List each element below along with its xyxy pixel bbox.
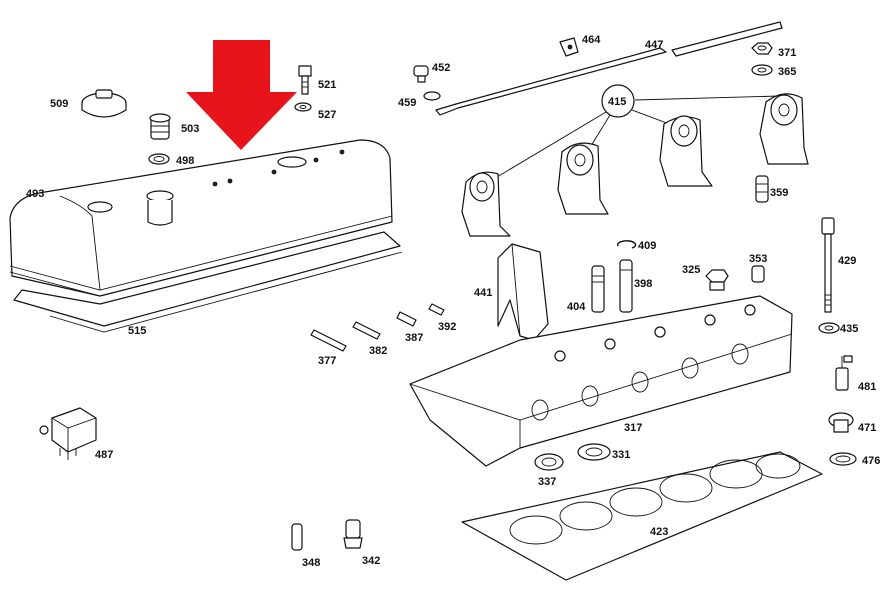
label-481: 481 [858, 381, 876, 393]
label-331: 331 [612, 449, 630, 461]
label-325: 325 [682, 264, 700, 276]
washer-365 [751, 64, 773, 76]
breather-fitting [149, 113, 171, 140]
rod-447 [435, 21, 783, 116]
label-476: 476 [862, 455, 880, 467]
rocker-pedestal-3 [659, 115, 713, 187]
circlip-409 [616, 240, 637, 249]
label-353: 353 [749, 253, 767, 265]
valve-cover [9, 139, 393, 297]
label-441: 441 [474, 287, 492, 299]
label-365: 365 [778, 66, 796, 78]
label-398: 398 [634, 278, 652, 290]
injector-sleeve-398 [619, 259, 633, 313]
label-515: 515 [128, 325, 146, 337]
label-435: 435 [840, 323, 858, 335]
cylinder-head [409, 295, 793, 467]
label-459: 459 [398, 97, 416, 109]
label-359: 359 [770, 187, 788, 199]
red-indicator-arrow [186, 40, 297, 150]
label-317: 317 [624, 422, 642, 434]
label-377: 377 [318, 355, 336, 367]
cover-bolt [298, 65, 312, 95]
stud-387 [396, 311, 417, 327]
label-447: 447 [645, 39, 663, 51]
label-423: 423 [650, 526, 668, 538]
bolt-washer [294, 102, 312, 112]
plug-471 [828, 412, 854, 433]
label-521: 521 [318, 79, 336, 91]
head-gasket [461, 451, 823, 581]
label-429: 429 [838, 255, 856, 267]
callout-415 [491, 84, 781, 181]
relay-487 [39, 407, 97, 460]
oil-filler-cap [81, 89, 127, 118]
seal-ring-476 [829, 452, 857, 466]
label-382: 382 [369, 345, 387, 357]
dowel-348 [291, 523, 303, 551]
rocker-pedestal-2 [557, 142, 609, 215]
seal-337 [534, 453, 564, 471]
washer-435 [818, 322, 840, 334]
valve-cover-gasket [13, 231, 403, 333]
label-371: 371 [778, 47, 796, 59]
label-503: 503 [181, 123, 199, 135]
bracket-464 [559, 37, 579, 57]
label-493: 493 [26, 188, 44, 200]
label-487: 487 [95, 449, 113, 461]
head-bolt-429 [821, 217, 835, 313]
label-392: 392 [438, 321, 456, 333]
label-409: 409 [638, 240, 656, 252]
clip-459 [423, 91, 441, 101]
label-404: 404 [567, 301, 586, 313]
stud-392 [428, 303, 445, 316]
temp-sensor-481 [835, 355, 853, 391]
label-348: 348 [302, 557, 320, 569]
rocker-pedestal-4 [759, 93, 809, 165]
fitting-342 [343, 519, 363, 549]
bracket-441 [497, 243, 549, 341]
rocker-pedestal-1 [461, 171, 511, 237]
sleeve-353 [751, 265, 765, 283]
seal-ring-498 [148, 153, 170, 165]
label-509: 509 [50, 98, 68, 110]
label-452: 452 [432, 62, 450, 74]
seal-331 [577, 443, 611, 461]
plug-325 [705, 269, 729, 291]
label-471: 471 [858, 422, 876, 434]
label-464: 464 [582, 34, 601, 46]
label-527: 527 [318, 109, 336, 121]
small-screw-452 [413, 65, 429, 83]
stud-377 [310, 329, 347, 352]
sleeve-359 [755, 175, 769, 203]
nut-371 [751, 42, 773, 55]
label-415: 415 [608, 96, 626, 108]
label-387: 387 [405, 332, 423, 344]
label-498: 498 [176, 155, 194, 167]
label-337: 337 [538, 476, 556, 488]
stud-382 [352, 321, 381, 340]
label-342: 342 [362, 555, 380, 567]
injector-sleeve-404 [591, 265, 605, 313]
